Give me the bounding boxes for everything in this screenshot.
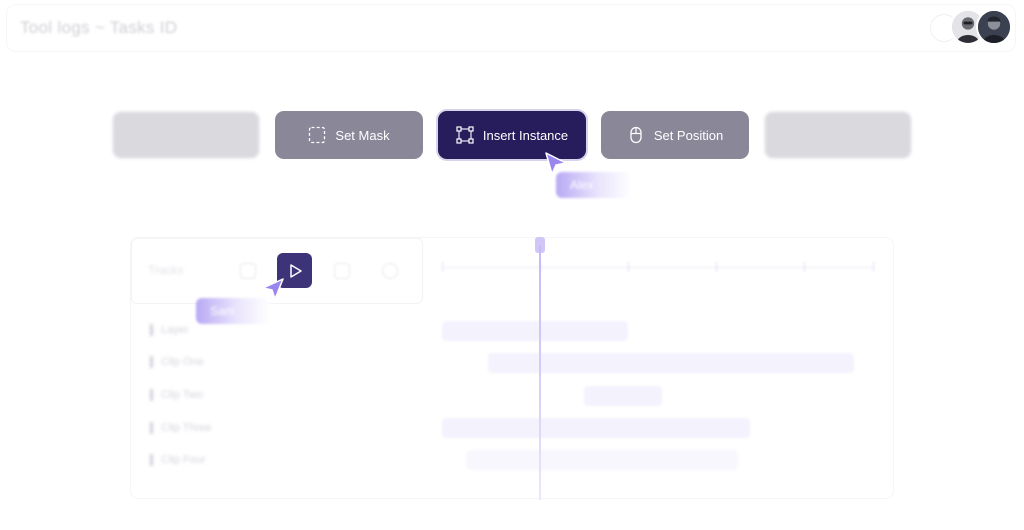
timeline-clip[interactable] (466, 450, 738, 470)
track-row[interactable]: Clip Three (150, 421, 212, 435)
top-bar: Tool logs ~ Tasks ID (0, 0, 1024, 56)
playhead[interactable] (539, 246, 541, 500)
set-mask-label: Set Mask (335, 127, 390, 143)
mouse-icon (630, 126, 642, 144)
timeline-ruler (442, 262, 874, 272)
insert-instance-button[interactable]: Insert Instance (438, 111, 586, 159)
track-label: Clip Three (161, 422, 212, 434)
track-row[interactable]: Layer (150, 323, 189, 337)
track-row[interactable]: Clip Four (150, 453, 206, 467)
faded-action-button[interactable] (764, 111, 912, 159)
playhead-handle[interactable] (535, 237, 545, 253)
avatar[interactable] (976, 9, 1012, 45)
skip-forward-icon[interactable] (334, 263, 350, 279)
track-label: Layer (161, 324, 189, 336)
dashed-square-icon (309, 126, 326, 144)
set-mask-button[interactable]: Set Mask (275, 111, 423, 159)
instance-frame-icon (456, 126, 474, 144)
timeline-clip[interactable] (442, 418, 750, 438)
track-label: Clip Four (161, 454, 206, 466)
track-row[interactable]: Clip One (150, 355, 204, 369)
play-button[interactable] (277, 253, 312, 288)
timeline-clip[interactable] (584, 386, 662, 406)
track-row[interactable]: Clip Two (150, 388, 203, 402)
cursor-name-tag: Sam (196, 298, 270, 324)
timeline-controls-header (131, 238, 423, 304)
page-title: Tool logs ~ Tasks ID (20, 18, 178, 37)
skip-back-icon[interactable] (240, 263, 256, 279)
faded-action-button[interactable] (112, 111, 260, 159)
timeline-clip[interactable] (488, 353, 854, 373)
set-position-button[interactable]: Set Position (601, 111, 749, 159)
pointer-cursor-icon (262, 278, 284, 300)
insert-instance-label: Insert Instance (482, 127, 569, 143)
settings-icon[interactable] (382, 263, 398, 279)
title-container (6, 4, 1016, 52)
track-label: Clip Two (161, 389, 203, 401)
track-label: Clip One (161, 356, 204, 368)
set-position-label: Set Position (653, 127, 724, 143)
cursor-name-tag: Alex (556, 172, 632, 198)
collaborator-avatars (950, 9, 1016, 47)
pointer-cursor-icon (545, 152, 567, 175)
play-icon (289, 263, 302, 278)
timeline-panel (130, 237, 894, 499)
tracks-header-label: Tracks (148, 263, 184, 277)
timeline-clip[interactable] (442, 321, 628, 341)
